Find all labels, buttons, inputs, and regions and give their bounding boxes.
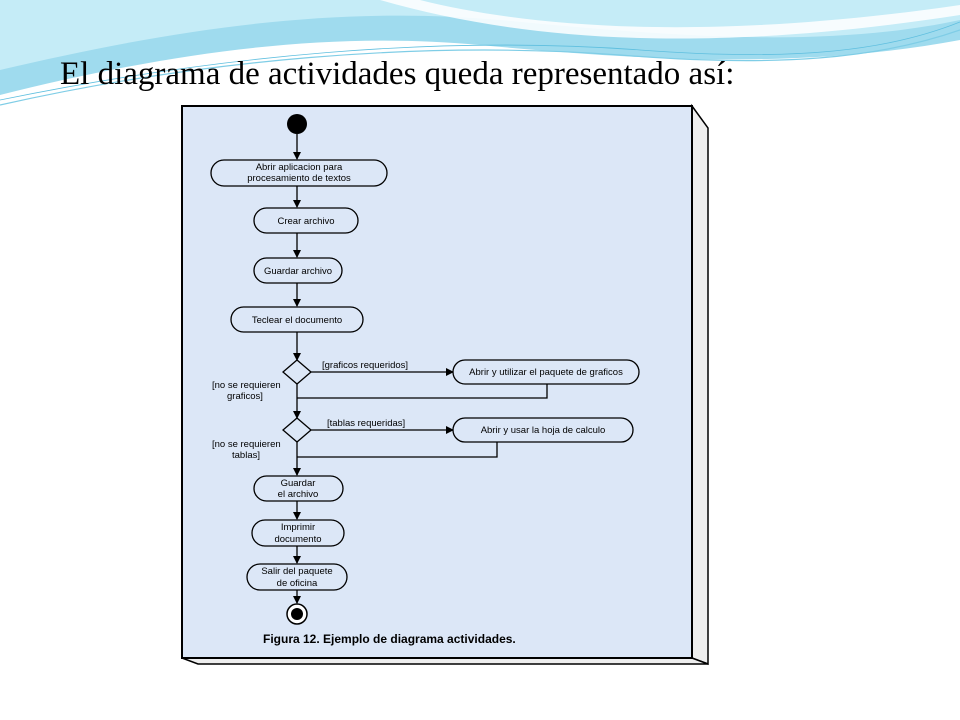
activity-label: procesamiento de textos: [247, 173, 351, 184]
frame-side: [691, 103, 709, 666]
activity-hoja-calculo: Abrir y usar la hoja de calculo: [452, 417, 634, 443]
activity-label: Imprimir: [281, 522, 315, 533]
figure-caption: Figura 12. Ejemplo de diagrama actividad…: [263, 632, 516, 646]
guard-graficos-requeridos: [graficos requeridos]: [322, 360, 408, 371]
wave-line: [0, 29, 960, 106]
guard-tablas-requeridas: [tablas requeridas]: [327, 418, 405, 429]
activity-label: Crear archivo: [277, 216, 334, 227]
slide-title: El diagrama de actividades queda represe…: [60, 56, 735, 92]
activity-crear-archivo: Crear archivo: [253, 207, 359, 234]
activity-label: Abrir y usar la hoja de calculo: [481, 425, 606, 436]
decision-tablas: [282, 417, 312, 443]
activity-label: Guardar: [281, 478, 316, 489]
activity-teclear-documento: Teclear el documento: [230, 306, 364, 333]
activity-label: Teclear el documento: [252, 315, 342, 326]
activity-abrir-aplicacion: Abrir aplicacion para procesamiento de t…: [210, 159, 388, 187]
decision-graficos: [282, 359, 312, 385]
activity-guardar-archivo-2: Guardar el archivo: [253, 475, 344, 502]
activity-salir-paquete: Salir del paquete de oficina: [246, 563, 348, 591]
activity-label: de oficina: [277, 578, 318, 589]
activity-label: Salir del paquete: [261, 566, 332, 577]
wave-top-light: [0, 0, 960, 70]
activity-label: Abrir aplicacion para: [256, 162, 343, 173]
initial-node: [287, 114, 307, 134]
activity-label: Abrir y utilizar el paquete de graficos: [469, 367, 623, 378]
edges: [293, 134, 548, 604]
activity-label: el archivo: [278, 489, 319, 500]
activity-label: documento: [274, 534, 321, 545]
guard-no-graficos-line1: [no se requieren: [212, 380, 281, 391]
wave-highlight: [380, 0, 960, 39]
final-node: [286, 603, 308, 625]
guard-no-tablas-line2: tablas]: [232, 450, 260, 461]
guard-no-graficos-line2: graficos]: [227, 391, 263, 402]
activity-guardar-archivo: Guardar archivo: [253, 257, 343, 284]
wave-line-2: [0, 21, 960, 101]
activity-label: Guardar archivo: [264, 266, 332, 277]
activity-paquete-graficos: Abrir y utilizar el paquete de graficos: [452, 359, 640, 385]
guard-no-tablas-line1: [no se requieren: [212, 439, 281, 450]
activity-imprimir-documento: Imprimir documento: [251, 519, 345, 547]
